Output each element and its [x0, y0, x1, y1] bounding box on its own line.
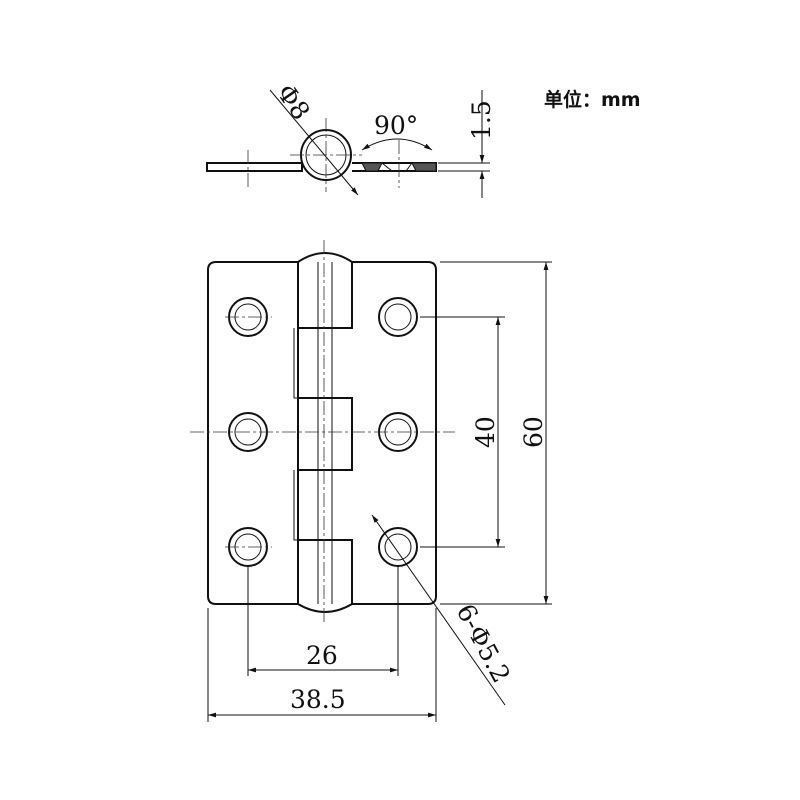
hole-spacing-label: 40	[471, 416, 500, 448]
right-leaf	[352, 261, 437, 605]
unit-label: 单位：mm	[544, 88, 641, 111]
width-label: 38.5	[290, 685, 346, 714]
angle-label: 90°	[374, 111, 418, 140]
knuckle	[297, 252, 353, 329]
hole-pitch-label: 26	[306, 641, 338, 670]
pin-diameter-label: Φ8	[271, 79, 316, 125]
height-label: 60	[519, 416, 548, 448]
top-section-view: Φ8 90° 1.5	[206, 79, 496, 198]
hole	[378, 297, 418, 337]
countersink-hatch-2	[411, 162, 437, 172]
left-leaf-section	[206, 162, 303, 172]
countersink-hatch	[361, 162, 383, 172]
left-leaf	[207, 261, 298, 605]
thickness-label: 1.5	[467, 100, 496, 140]
front-view	[190, 240, 455, 625]
